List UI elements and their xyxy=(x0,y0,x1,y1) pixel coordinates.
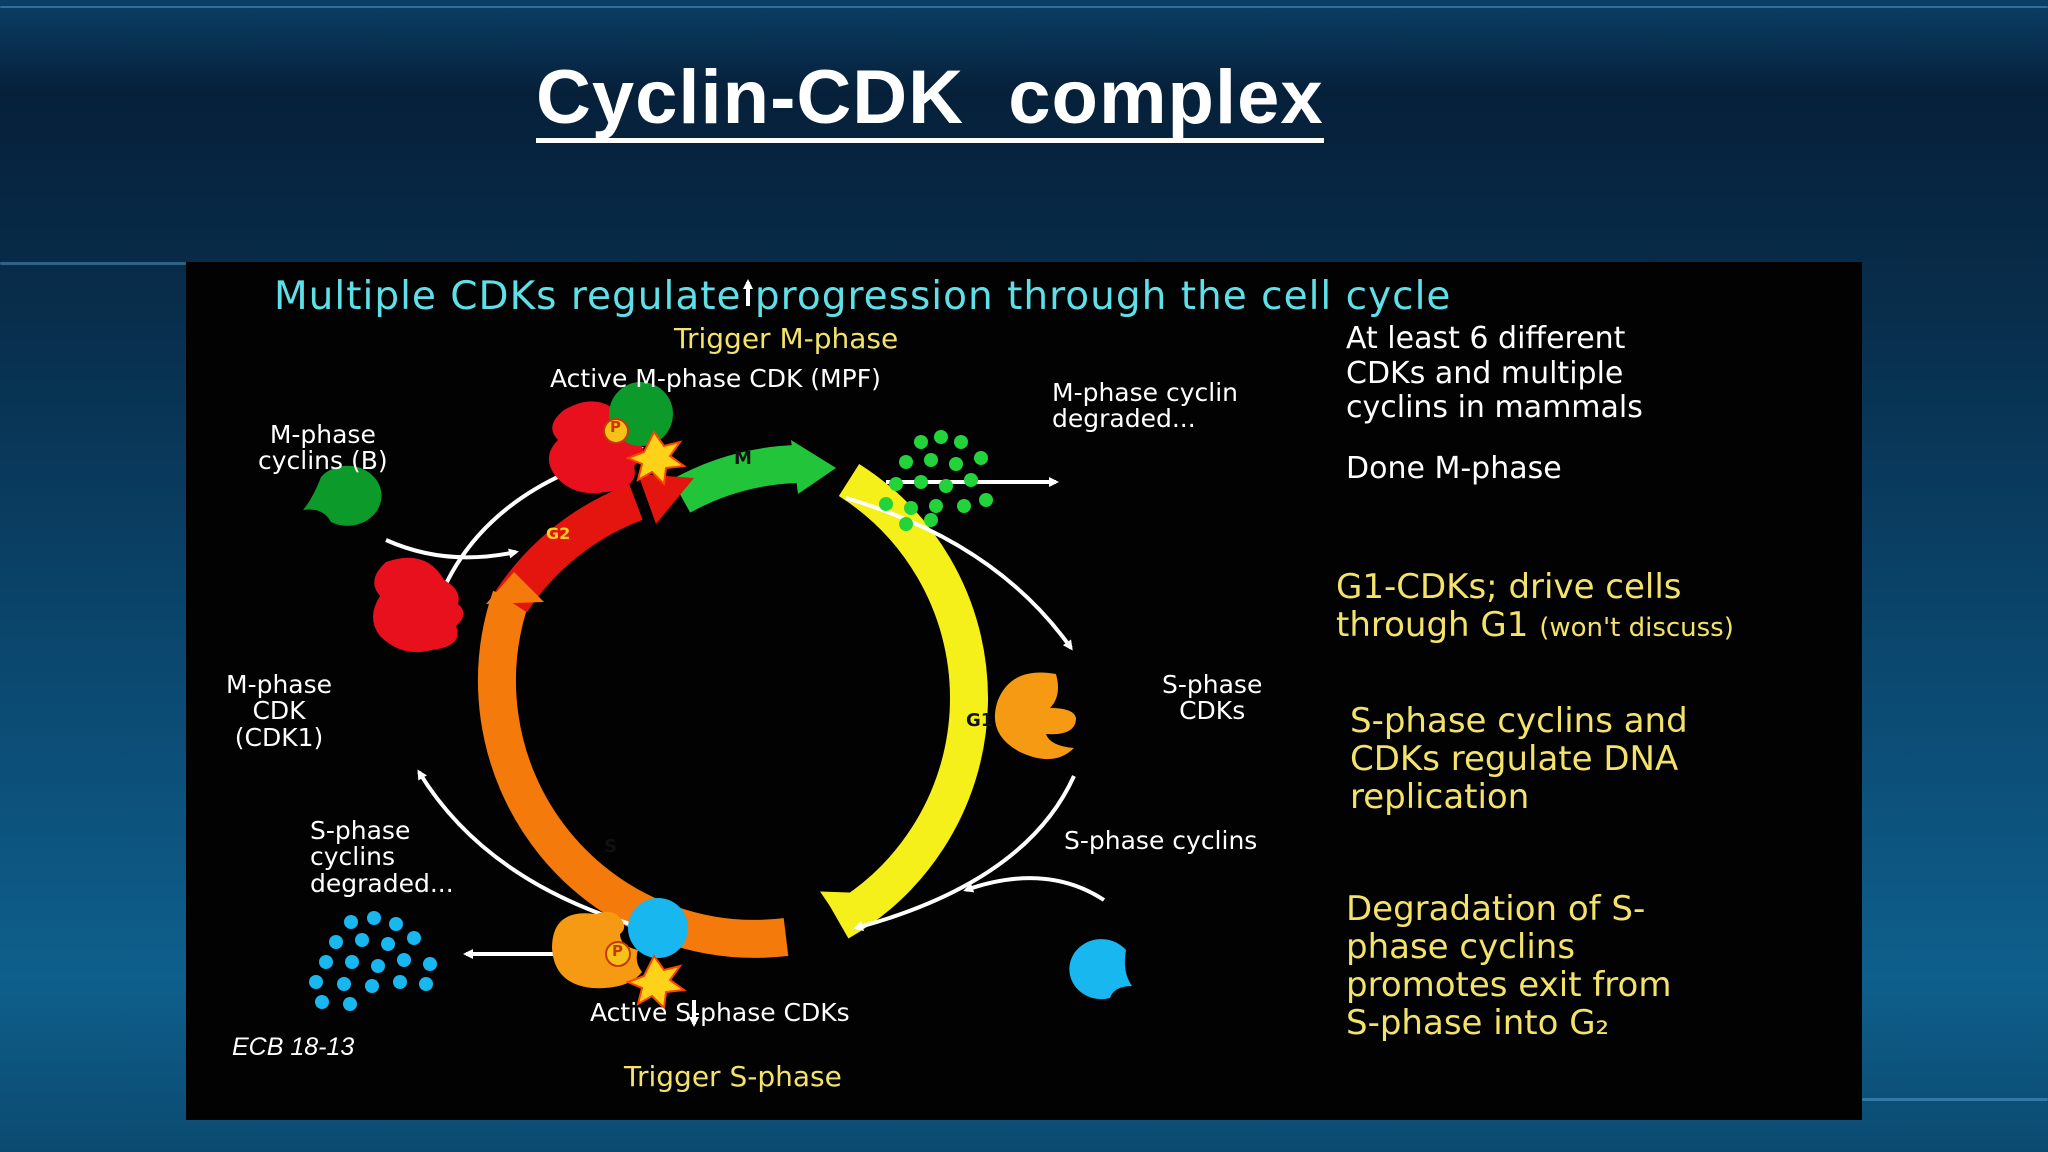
background-streak xyxy=(0,262,186,265)
phase-g2-label: G2 xyxy=(546,524,571,543)
arc-s-phase xyxy=(478,590,789,958)
phase-s-label: S xyxy=(604,836,617,857)
arc-g1-phase xyxy=(829,463,988,939)
arrow-scdk-to-active-s xyxy=(853,775,1076,931)
s-cyclins-degraded-label: S-phase cyclins degraded... xyxy=(310,816,454,898)
note-g1-cdks: G1-CDKs; drive cells through G1 (won't d… xyxy=(1336,568,1734,644)
note-s-phase-regulation: S-phase cyclins and CDKs regulate DNA re… xyxy=(1350,701,1688,818)
background-streak xyxy=(1862,1098,2048,1101)
slide-title: Cyclin-CDK complex xyxy=(536,58,1324,143)
note-g1-cdks-aside: (won't discuss) xyxy=(1539,613,1734,644)
arc-m-phase xyxy=(671,445,798,513)
m-cdk-shape xyxy=(373,557,464,653)
arrow-cyclinb-join xyxy=(385,538,519,560)
phase-m-label: M xyxy=(734,448,752,469)
s-cyclin-free-shape xyxy=(1069,939,1132,1000)
s-cdk-shape xyxy=(994,672,1076,760)
note-done-m-phase: Done M-phase xyxy=(1346,451,1562,486)
note-s-cyclin-degradation: Degradation of S- phase cyclins promotes… xyxy=(1346,889,1672,1044)
m-cyclin-free-shape xyxy=(303,465,382,526)
activation-burst-m xyxy=(625,430,687,487)
source-label: ECB 18-13 xyxy=(232,1033,355,1061)
note-cdk-count: At least 6 different CDKs and multiple c… xyxy=(1346,321,1643,425)
phosphate-s-label: P xyxy=(612,942,623,960)
activation-burst-s xyxy=(625,954,687,1011)
arc-s-arrowhead xyxy=(486,572,544,604)
phosphate-m-shape xyxy=(603,418,629,444)
m-cyclin-degraded-label: M-phase cyclin degraded... xyxy=(1052,378,1238,434)
active-s-cdks-label: Active S-phase CDKs xyxy=(590,998,850,1027)
active-m-cdk-label: Active M-phase CDK (MPF) xyxy=(550,364,881,393)
arc-g1-arrowhead xyxy=(820,891,878,927)
background-streak xyxy=(0,6,2048,8)
m-phase-cyclins-label: M-phase cyclins (B) xyxy=(258,420,388,476)
phosphate-m-label: P xyxy=(610,418,621,436)
s-cyclin-degraded-dots xyxy=(309,911,437,1011)
s-phase-cyclins-label: S-phase cyclins xyxy=(1064,826,1258,855)
trigger-s-phase-label: Trigger S-phase xyxy=(624,1060,842,1093)
figure-heading: Multiple CDKs regulate progression throu… xyxy=(274,274,1452,319)
active-s-cdk-shape xyxy=(552,912,642,989)
cell-cycle-diagram xyxy=(303,279,1132,1027)
cell-cycle-figure: Multiple CDKs regulate progression throu… xyxy=(186,262,1862,1120)
active-s-cyclin-shape xyxy=(628,898,688,958)
arc-m-arrowhead xyxy=(791,440,836,494)
note-g1-cdks-main: G1-CDKs; drive cells through G1 xyxy=(1336,567,1682,646)
arc-g2-arrowhead xyxy=(638,474,694,524)
arrow-scyclin-join xyxy=(963,876,1106,902)
m-cyclin-degraded-dots xyxy=(879,430,993,531)
trigger-m-phase-label: Trigger M-phase xyxy=(674,322,899,355)
arc-g2-phase xyxy=(495,484,643,613)
m-phase-cdk-label: M-phase CDK (CDK1) xyxy=(226,670,333,752)
phosphate-s-shape xyxy=(605,941,631,967)
phase-g1-label: G1 xyxy=(966,710,994,731)
s-phase-cdks-label: S-phase CDKs xyxy=(1162,670,1263,726)
